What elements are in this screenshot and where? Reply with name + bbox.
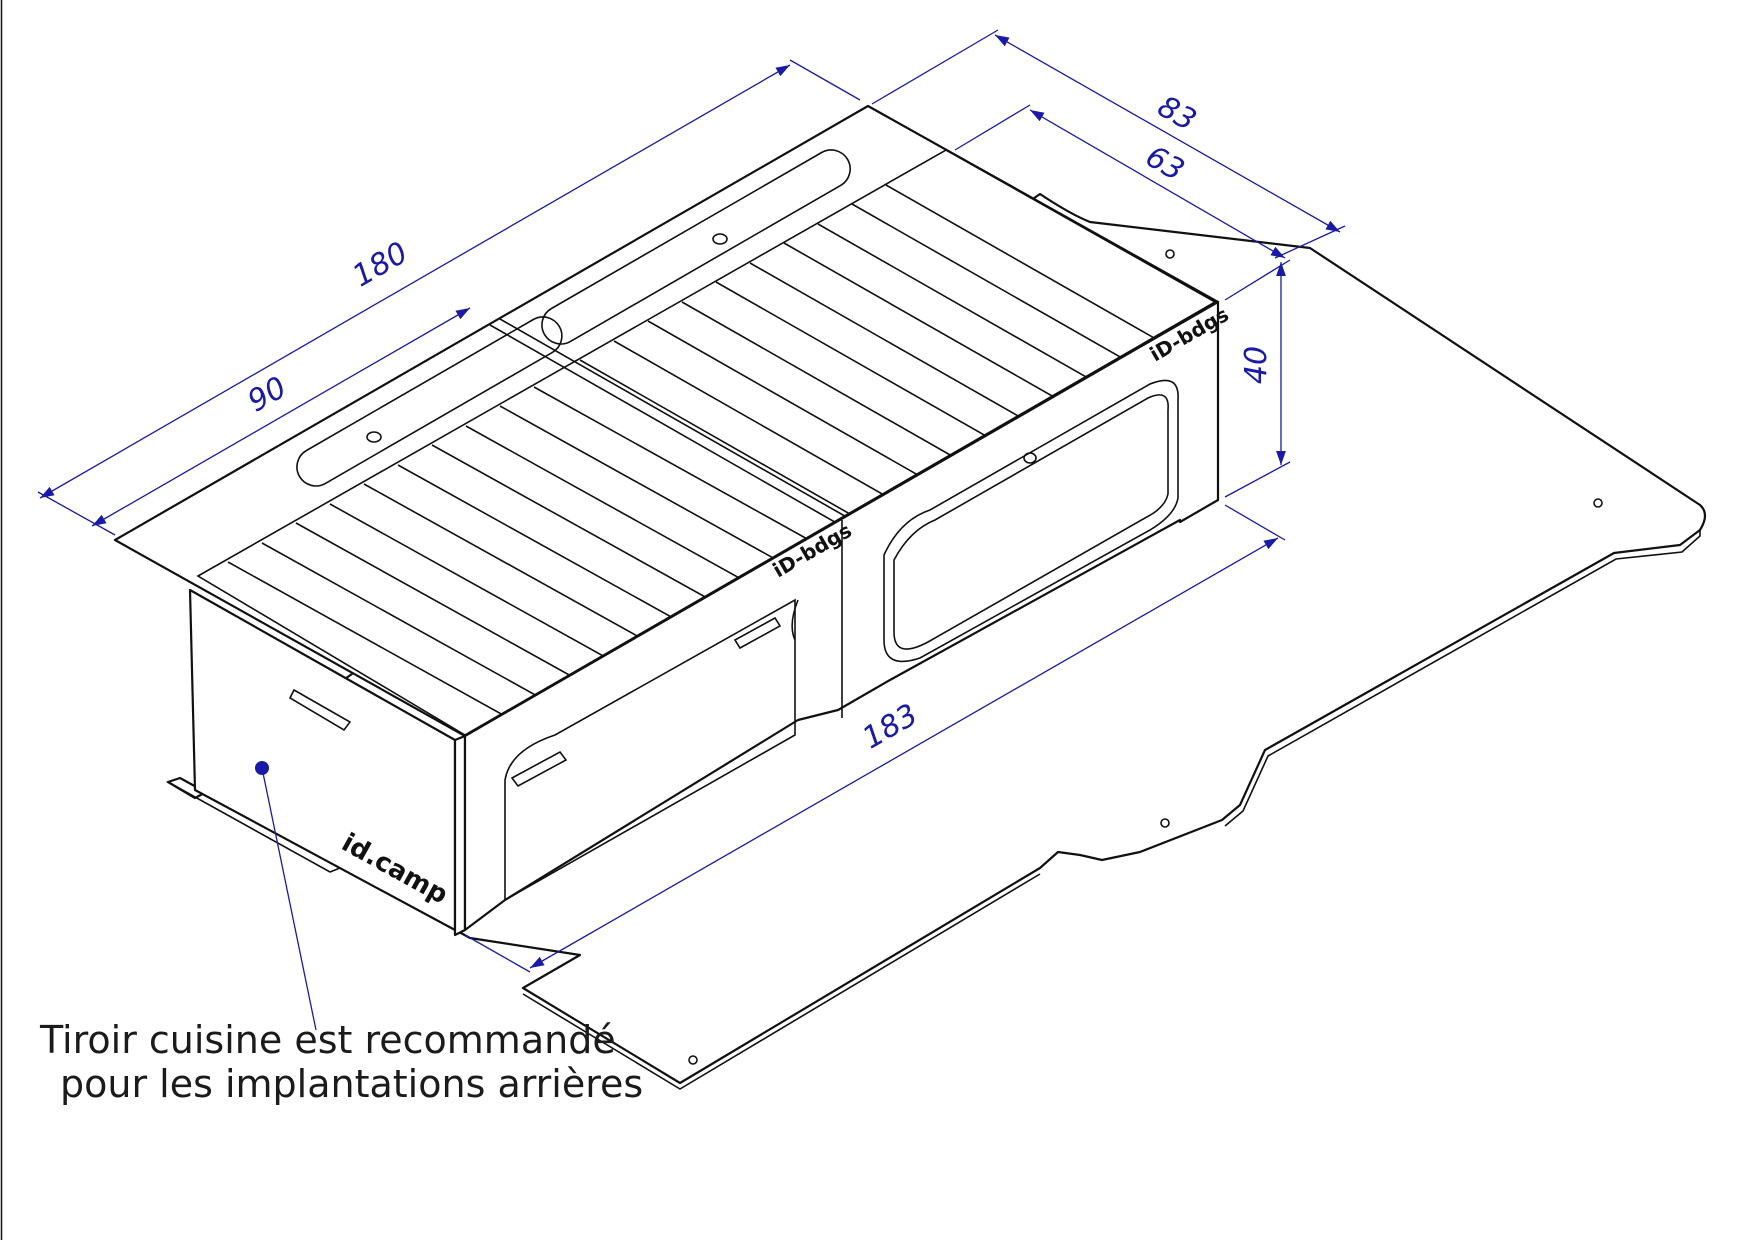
dim-label-40: 40 bbox=[1239, 346, 1274, 384]
dimension-lines bbox=[37, 29, 1346, 1031]
callout-line-2: pour les implantations arrières bbox=[60, 1062, 644, 1106]
dim-label-180: 180 bbox=[347, 235, 414, 294]
callout-line-1: Tiroir cuisine est recommandé bbox=[40, 1018, 616, 1062]
dim-label-63: 63 bbox=[1139, 139, 1190, 188]
dim-label-83: 83 bbox=[1151, 89, 1202, 138]
callout-note: Tiroir cuisine est recommandé pour les i… bbox=[40, 1018, 643, 1106]
